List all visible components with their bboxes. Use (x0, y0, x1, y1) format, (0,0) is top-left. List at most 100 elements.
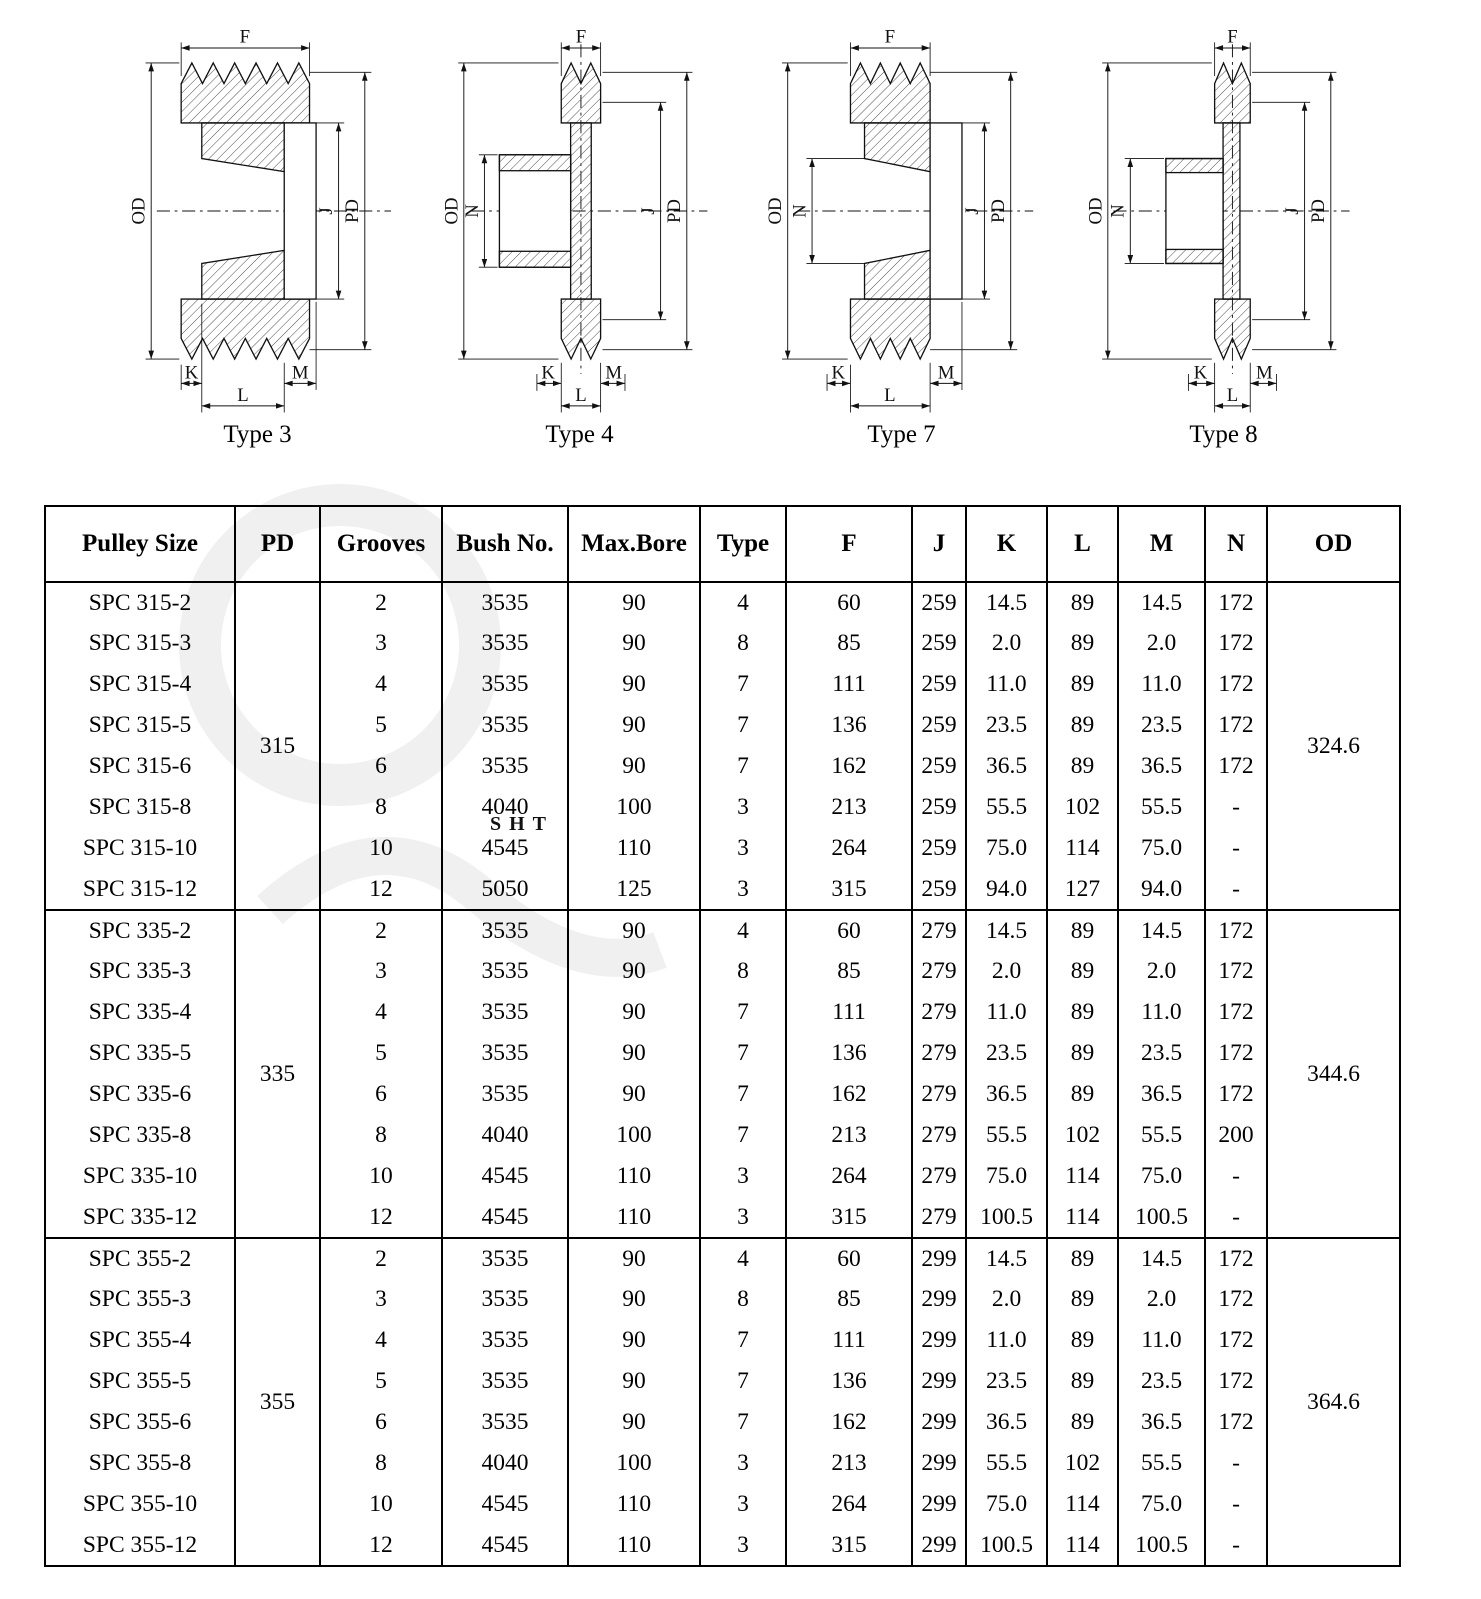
column-header-pd: PD (234, 506, 321, 583)
cell-k: 94.0 (965, 869, 1048, 910)
cell-l: 89 (1046, 623, 1119, 664)
column-header-pulley-size: Pulley Size (44, 506, 236, 583)
cell-pulley-size: SPC 315-3 (44, 623, 236, 664)
cell-l: 102 (1046, 787, 1119, 828)
cell-f: 111 (785, 1320, 913, 1361)
cell-m: 36.5 (1117, 1402, 1206, 1443)
cell-l: 89 (1046, 909, 1119, 951)
cell-m: 75.0 (1117, 1484, 1206, 1525)
dim-label-pd: PD (342, 199, 363, 223)
cell-grooves: 2 (319, 909, 443, 951)
cell-l: 89 (1046, 582, 1119, 623)
cell-grooves: 5 (319, 1033, 443, 1074)
type-4-caption: Type 4 (545, 421, 614, 448)
cell-f: 315 (785, 1197, 913, 1238)
cell-f: 60 (785, 1237, 913, 1279)
cell-n: 172 (1204, 1361, 1268, 1402)
dim-label-l: L (237, 385, 248, 406)
cell-f: 213 (785, 1443, 913, 1484)
cell-m: 14.5 (1117, 1237, 1206, 1279)
cell-j: 259 (911, 869, 967, 910)
dim-label-l: L (1226, 385, 1237, 406)
dim-label-f: F (884, 26, 894, 47)
cell-grooves: 8 (319, 1443, 443, 1484)
pulley-cross-section (849, 61, 963, 361)
cell-j: 299 (911, 1320, 967, 1361)
dim-label-od: OD (128, 197, 149, 224)
cell-k: 75.0 (965, 828, 1048, 869)
dim-label-j: J (316, 207, 337, 214)
dim-label-pd: PD (988, 199, 1009, 223)
cell-pulley-size: SPC 315-12 (44, 869, 236, 910)
cell-max-bore: 90 (567, 1074, 701, 1115)
cell-j: 279 (911, 1033, 967, 1074)
cell-grooves: 8 (319, 787, 443, 828)
cell-m: 55.5 (1117, 787, 1206, 828)
cell-m: 2.0 (1117, 623, 1206, 664)
cell-f: 136 (785, 1033, 913, 1074)
cell-type: 8 (699, 951, 787, 992)
cell-l: 89 (1046, 1320, 1119, 1361)
cell-l: 102 (1046, 1115, 1119, 1156)
cell-k: 75.0 (965, 1156, 1048, 1197)
cell-bush-no: 4545 (441, 1525, 569, 1566)
cell-f: 85 (785, 1279, 913, 1320)
cell-n: 200 (1204, 1115, 1268, 1156)
cell-type: 7 (699, 705, 787, 746)
cell-bush-no: 3535 (441, 664, 569, 705)
dim-label-n: N (461, 204, 482, 218)
cell-grooves: 6 (319, 1074, 443, 1115)
cell-f: 264 (785, 1484, 913, 1525)
cell-grooves: 10 (319, 828, 443, 869)
dim-label-k: K (541, 363, 555, 384)
dim-label-m: M (291, 363, 308, 384)
cell-j: 279 (911, 1115, 967, 1156)
cell-l: 89 (1046, 664, 1119, 705)
type-7-caption: Type 7 (867, 421, 936, 448)
cell-m: 11.0 (1117, 992, 1206, 1033)
cell-n: - (1204, 1484, 1268, 1525)
dim-label-k: K (1193, 363, 1207, 384)
cell-grooves: 4 (319, 664, 443, 705)
cell-type: 3 (699, 1156, 787, 1197)
cell-l: 114 (1046, 1197, 1119, 1238)
cell-m: 100.5 (1117, 1197, 1206, 1238)
cell-j: 299 (911, 1484, 967, 1525)
cell-k: 36.5 (965, 746, 1048, 787)
cell-type: 8 (699, 1279, 787, 1320)
cell-k: 14.5 (965, 1237, 1048, 1279)
cell-f: 264 (785, 1156, 913, 1197)
cell-m: 55.5 (1117, 1443, 1206, 1484)
cell-f: 60 (785, 909, 913, 951)
cell-max-bore: 90 (567, 909, 701, 951)
cell-pulley-size: SPC 335-10 (44, 1156, 236, 1197)
extension-lines (145, 42, 371, 413)
cell-bush-no: 5050 (441, 869, 569, 910)
cell-pulley-size: SPC 315-5 (44, 705, 236, 746)
cell-j: 279 (911, 992, 967, 1033)
cell-max-bore: 90 (567, 1237, 701, 1279)
cell-l: 127 (1046, 869, 1119, 910)
cell-pulley-size: SPC 355-8 (44, 1443, 236, 1484)
cell-type: 3 (699, 1525, 787, 1566)
type-3-figure: F OD J PD K L M Type 3 (104, 18, 412, 449)
cell-max-bore: 110 (567, 828, 701, 869)
cell-bush-no: 4545 (441, 1484, 569, 1525)
cell-bush-no: 3535 (441, 746, 569, 787)
cell-grooves: 8 (319, 1115, 443, 1156)
cell-max-bore: 90 (567, 1033, 701, 1074)
cell-max-bore: 90 (567, 1402, 701, 1443)
dimension-lines (784, 45, 1013, 409)
cell-pulley-size: SPC 335-6 (44, 1074, 236, 1115)
cell-k: 14.5 (965, 909, 1048, 951)
cell-l: 114 (1046, 1156, 1119, 1197)
